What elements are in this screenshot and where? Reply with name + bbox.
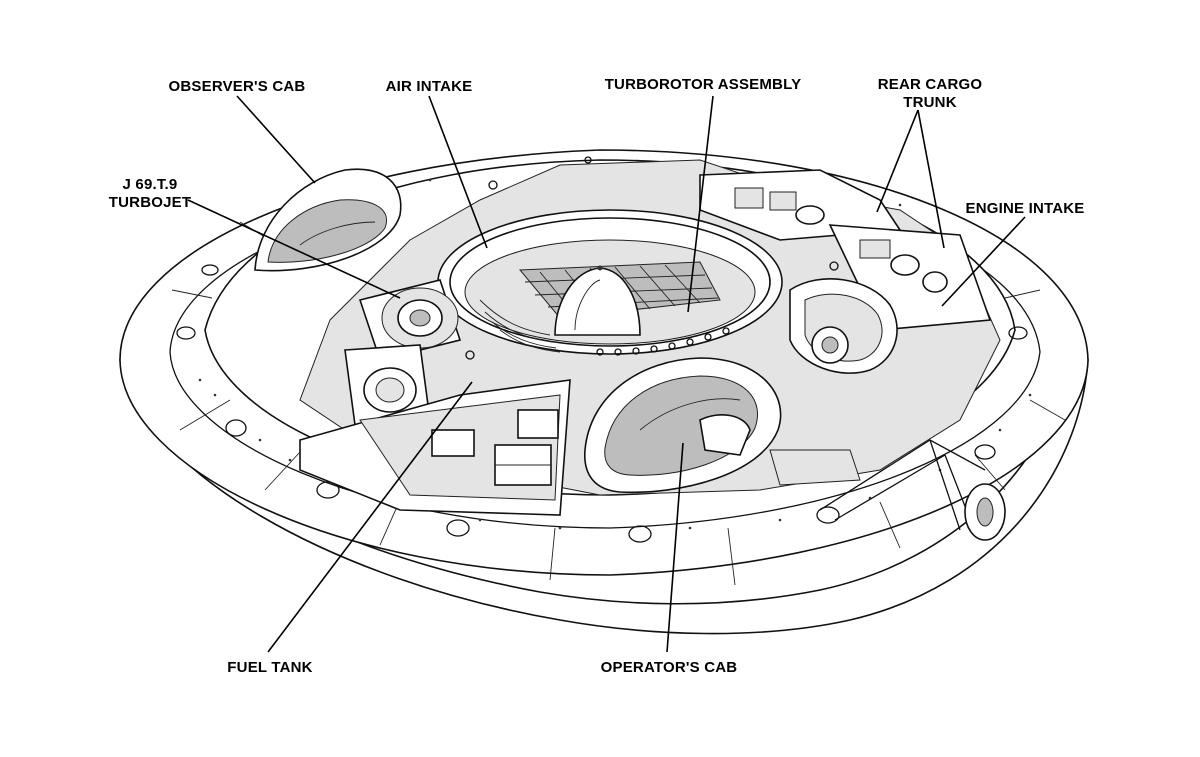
leader-engine-intake bbox=[941, 216, 1026, 307]
dome-bolts bbox=[465, 156, 839, 360]
rotor-hub-cone bbox=[554, 265, 641, 336]
label-air-intake: AIR INTAKE bbox=[386, 78, 473, 95]
leader-cargo-1 bbox=[876, 109, 919, 213]
label-operators-cab: OPERATOR'S CAB bbox=[601, 659, 738, 676]
label-observers-cab: OBSERVER'S CAB bbox=[169, 78, 306, 95]
labels: OBSERVER'S CAB AIR INTAKE TURBOROTOR ASS… bbox=[109, 76, 1085, 676]
ring-holes bbox=[596, 327, 730, 356]
leader-observers-cab bbox=[236, 95, 316, 184]
leader-turborotor bbox=[687, 95, 714, 313]
turbojet-engine bbox=[344, 279, 462, 426]
leader-cargo-2 bbox=[917, 109, 945, 249]
leader-operators-cab bbox=[666, 442, 684, 653]
leader-turbojet bbox=[187, 199, 401, 299]
label-rear-cargo-line2: TRUNK bbox=[903, 94, 957, 111]
leader-lines bbox=[187, 95, 1026, 653]
fuel-tank-compartment bbox=[299, 379, 571, 516]
observers-cab-canopy bbox=[254, 168, 402, 272]
label-fuel-tank: FUEL TANK bbox=[227, 659, 312, 676]
label-turbojet-line2: TURBOJET bbox=[109, 194, 191, 211]
label-rear-cargo-line1: REAR CARGO bbox=[878, 76, 983, 93]
landing-gear bbox=[769, 439, 1006, 541]
operators-cab bbox=[584, 357, 782, 494]
label-engine-intake: ENGINE INTAKE bbox=[966, 200, 1085, 217]
label-turbojet-line1: J 69.T.9 bbox=[123, 176, 178, 193]
rotor-blades bbox=[479, 299, 561, 353]
leader-fuel-tank bbox=[267, 381, 473, 653]
label-turborotor-assembly: TURBOROTOR ASSEMBLY bbox=[605, 76, 802, 93]
leader-air-intake bbox=[428, 95, 488, 249]
engine-intake bbox=[789, 278, 898, 374]
